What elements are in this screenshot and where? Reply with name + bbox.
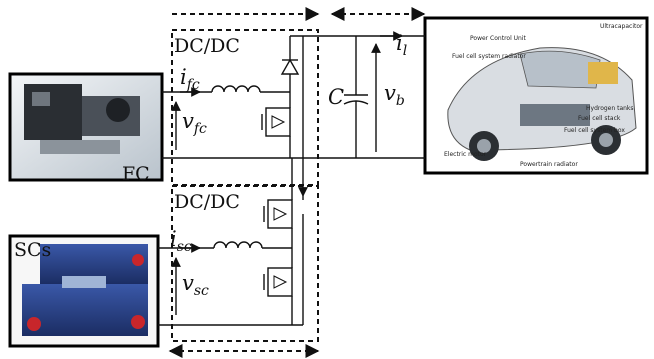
label-v-b: vb [384, 81, 405, 109]
fc-label: FC [122, 163, 150, 185]
converter-label-top: DC/DC [174, 35, 240, 57]
vehicle-callout-label: Fuel cell system box [564, 127, 625, 134]
circuit-wires [158, 31, 425, 326]
vehicle-callout-label: Fuel cell system radiator [452, 53, 526, 60]
vehicle-callout-label: Ultracapacitor [600, 23, 643, 30]
vehicle-callout-label: Fuel cell stack [578, 115, 621, 122]
label-i-l: il [396, 31, 407, 59]
vehicle-callout-label: Power Control Unit [470, 35, 527, 42]
fuel-cell-image [8, 72, 164, 182]
label-v-fc: vfc [182, 109, 207, 137]
vehicle-image [423, 16, 649, 175]
vehicle-callout-label: Powertrain radiator [520, 161, 578, 168]
label-i-sc: isc [170, 227, 192, 255]
converter-label-bottom: DC/DC [174, 191, 240, 213]
scs-label: SCs [14, 239, 51, 261]
label-v-sc: vsc [182, 271, 209, 299]
vehicle-callout-label: Hydrogen tanks [586, 105, 634, 112]
capacitor-label: C [328, 85, 344, 109]
vehicle-callout-label: Electric motor [444, 151, 487, 158]
supercapacitor-image [8, 234, 160, 348]
label-i-fc: ifc [180, 65, 200, 93]
